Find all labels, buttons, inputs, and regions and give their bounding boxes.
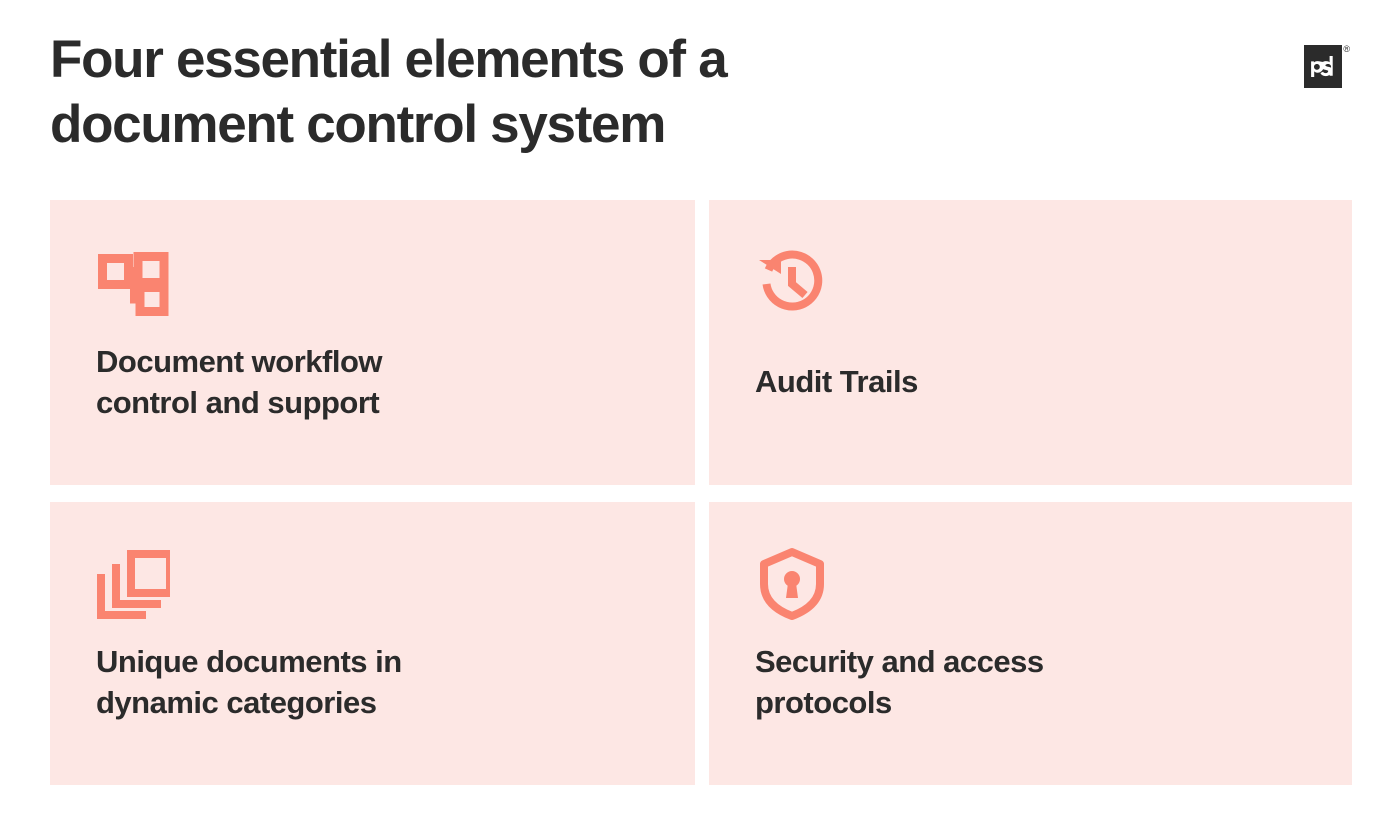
element-card-grid: Document workflow control and support Au… <box>50 200 1352 785</box>
element-card-document-workflow: Document workflow control and support <box>50 200 695 485</box>
history-clock-icon <box>755 244 829 318</box>
element-card-label: Audit Trails <box>755 363 918 399</box>
element-card-label: Document workflow control and support <box>96 343 383 420</box>
page-title: Four essential elements of a document co… <box>50 30 728 154</box>
registered-trademark-icon: ® <box>1343 44 1350 54</box>
element-card-unique-documents: Unique documents in dynamic categories <box>50 502 695 785</box>
element-card-label: Unique documents in dynamic categories <box>96 643 402 720</box>
logo-mark <box>1304 45 1342 88</box>
element-card-audit-trails: Audit Trails <box>709 200 1352 485</box>
stacked-layers-icon <box>96 546 170 620</box>
header: Four essential elements of a document co… <box>50 28 1350 178</box>
pandadoc-logo: ® <box>1304 45 1350 91</box>
pd-monogram-icon <box>1311 55 1333 77</box>
element-card-label: Security and access protocols <box>755 643 1044 720</box>
element-card-security-access: Security and access protocols <box>709 502 1352 785</box>
shield-lock-icon <box>755 546 829 620</box>
workflow-hierarchy-icon <box>96 244 170 318</box>
